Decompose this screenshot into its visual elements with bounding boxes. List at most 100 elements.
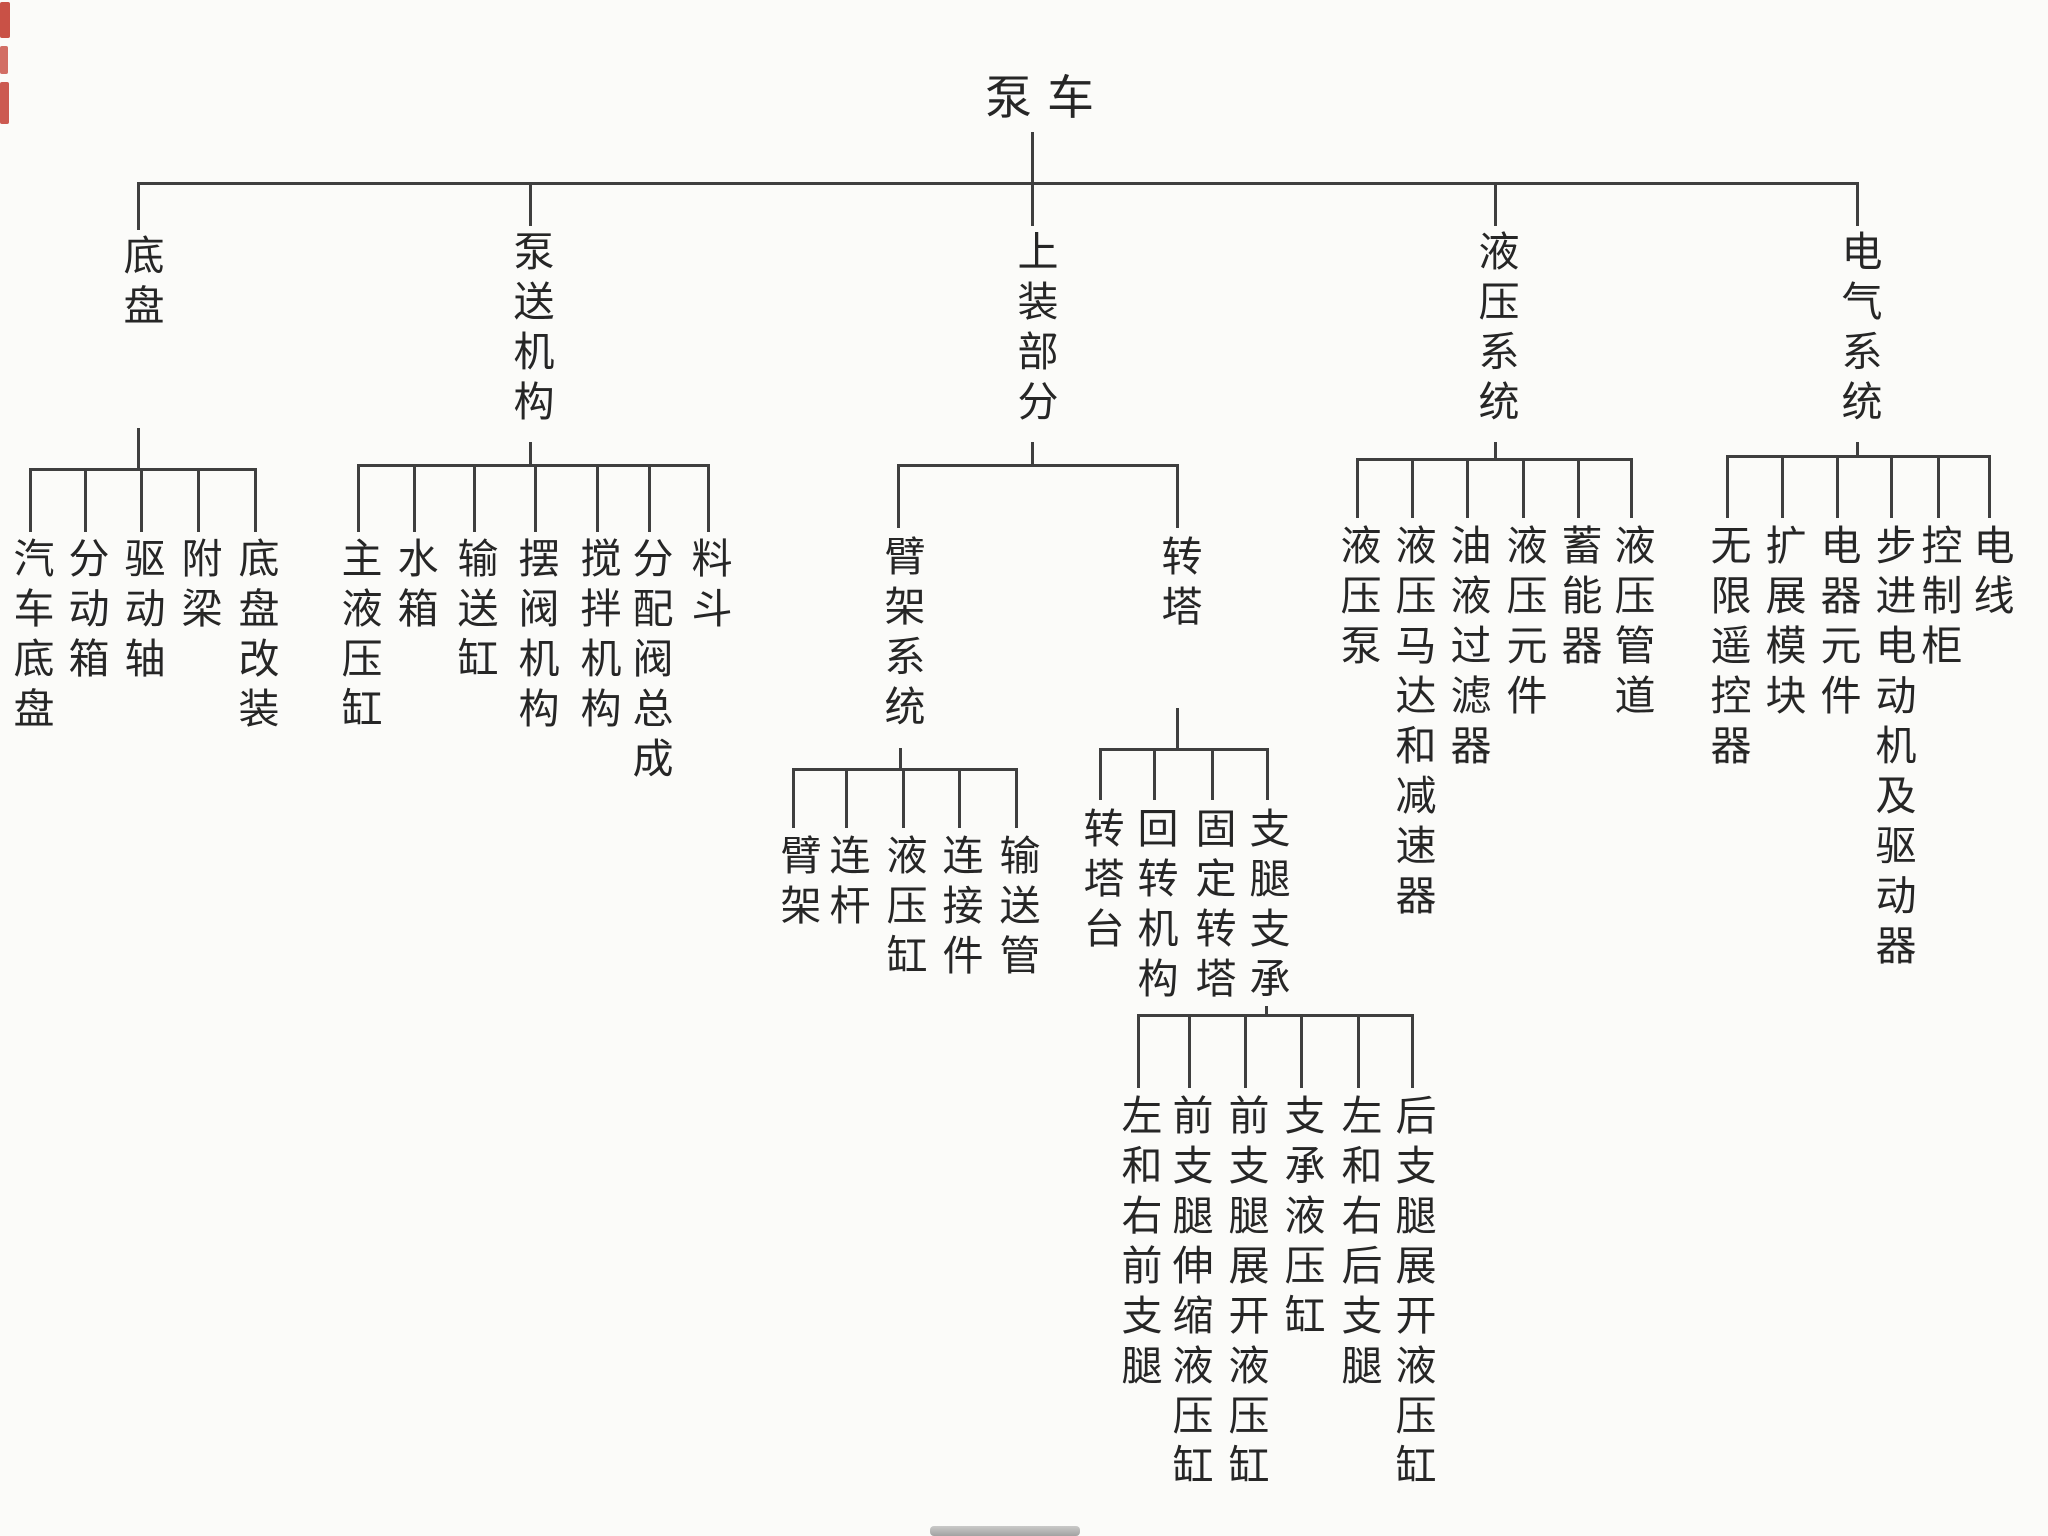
connector-line [1726, 455, 1729, 518]
node-link-rod: 连杆 [823, 834, 869, 934]
node-chassis-modification: 底盘改装 [232, 537, 278, 737]
connector-line [413, 464, 416, 532]
connector-line [1411, 458, 1414, 518]
node-chassis: 底盘 [117, 234, 163, 334]
connector-line [1137, 1014, 1140, 1088]
connector-line [897, 464, 1179, 467]
red-scan-mark [0, 2, 10, 38]
node-oil-filter: 油液过滤器 [1444, 524, 1490, 774]
connector-line [1153, 748, 1156, 800]
connector-line [1466, 458, 1469, 518]
connector-line [1211, 748, 1214, 800]
connector-line [1137, 1014, 1414, 1017]
connector-line [29, 468, 32, 532]
node-left-right-front-outriggers: 左和右前支腿 [1115, 1094, 1161, 1394]
node-delivery-cylinder: 输送缸 [451, 537, 497, 687]
connector-line [1015, 768, 1018, 828]
connector-line [1099, 748, 1102, 800]
node-transfer-case: 分动箱 [62, 537, 108, 687]
connector-line [1494, 442, 1497, 460]
red-scan-mark [0, 46, 8, 74]
node-water-tank: 水箱 [391, 537, 437, 637]
node-front-outrigger-deploy-cylinder: 前支腿展开液压缸 [1222, 1094, 1268, 1494]
node-wireless-remote: 无限遥控器 [1704, 524, 1750, 774]
connector-line [1577, 458, 1580, 518]
connector-line [1356, 458, 1632, 461]
connector-line [1836, 455, 1839, 518]
connector-line [902, 768, 905, 828]
connector-line [648, 464, 651, 532]
connector-line [254, 468, 257, 532]
node-stepper-motor-and-driver: 步进电动机及驱动器 [1869, 524, 1915, 974]
connector-line [1630, 458, 1633, 518]
connector-line [1781, 455, 1784, 518]
connector-line [1937, 455, 1940, 518]
node-hydraulic-components: 液压元件 [1500, 524, 1546, 724]
connector-line [529, 182, 532, 226]
node-outrigger-support: 支腿支承 [1243, 807, 1289, 1007]
connector-line [140, 468, 143, 532]
connector-line [1726, 455, 1991, 458]
node-agitator-mechanism: 搅拌机构 [574, 537, 620, 737]
node-vehicle-chassis: 汽车底盘 [7, 537, 53, 737]
node-electrical-components: 电器元件 [1814, 524, 1860, 724]
node-hydraulic-pump: 液压泵 [1334, 524, 1380, 674]
connector-line [1357, 1014, 1360, 1088]
node-boom: 臂架 [774, 834, 820, 934]
node-pumping-mechanism: 泵送机构 [507, 230, 553, 430]
node-electrical-system: 电气系统 [1835, 230, 1881, 430]
node-main-hydraulic-cylinder: 主液压缸 [335, 537, 381, 737]
connector-line [1266, 748, 1269, 800]
connector-line [845, 768, 848, 828]
node-auxiliary-beam: 附梁 [175, 537, 221, 637]
connector-line [596, 464, 599, 532]
node-hopper: 料斗 [685, 537, 731, 637]
connector-line [1411, 1014, 1414, 1088]
connector-line [357, 464, 709, 467]
connector-line [1244, 1014, 1247, 1088]
connector-line [707, 464, 710, 532]
connector-line [792, 768, 795, 828]
connector-line [534, 464, 537, 532]
node-delivery-pipe: 输送管 [993, 834, 1039, 984]
connector-line [473, 464, 476, 532]
node-turret: 转塔 [1155, 535, 1201, 635]
connector-line [1265, 1006, 1268, 1016]
node-pump-truck: 泵车 [985, 73, 1109, 125]
connector-line [1890, 455, 1893, 518]
node-boom-hydraulic-cylinder: 液压缸 [880, 834, 926, 984]
node-rear-outrigger-deploy-cylinder: 后支腿展开液压缸 [1389, 1094, 1435, 1494]
connector-line [899, 748, 902, 770]
connector-line [529, 442, 532, 466]
connector-line [197, 468, 200, 532]
connector-line [792, 768, 1018, 771]
connector-line [1522, 458, 1525, 518]
node-fixed-turret: 固定转塔 [1189, 807, 1235, 1007]
node-turret-platform: 转塔台 [1077, 807, 1123, 957]
node-wiring: 电线 [1967, 524, 2013, 624]
connector-line [897, 464, 900, 528]
connector-line [357, 464, 360, 532]
node-slewing-mechanism: 回转机构 [1131, 807, 1177, 1007]
connector-line [958, 768, 961, 828]
connector-line [137, 182, 140, 230]
node-accumulator: 蓄能器 [1555, 524, 1601, 674]
connector-line [138, 182, 1859, 185]
node-left-right-rear-outriggers: 左和右后支腿 [1335, 1094, 1381, 1394]
node-hydraulic-piping: 液压管道 [1608, 524, 1654, 724]
connector-line [1031, 182, 1034, 226]
connector-line [1856, 182, 1859, 226]
connector-line [1494, 182, 1497, 226]
connector-line [1176, 464, 1179, 528]
node-hydraulic-motor-reducer: 液压马达和减速器 [1389, 524, 1435, 924]
connector-line [137, 428, 140, 470]
connector-line [1356, 458, 1359, 518]
page-edge-smudge [930, 1526, 1080, 1536]
connector-line [1988, 455, 1991, 518]
red-scan-mark [0, 82, 9, 124]
node-hydraulic-system: 液压系统 [1472, 230, 1518, 430]
node-swing-valve-mechanism: 摆阀机构 [512, 537, 558, 737]
connector-line [1856, 442, 1859, 457]
connector-line [1031, 132, 1034, 182]
